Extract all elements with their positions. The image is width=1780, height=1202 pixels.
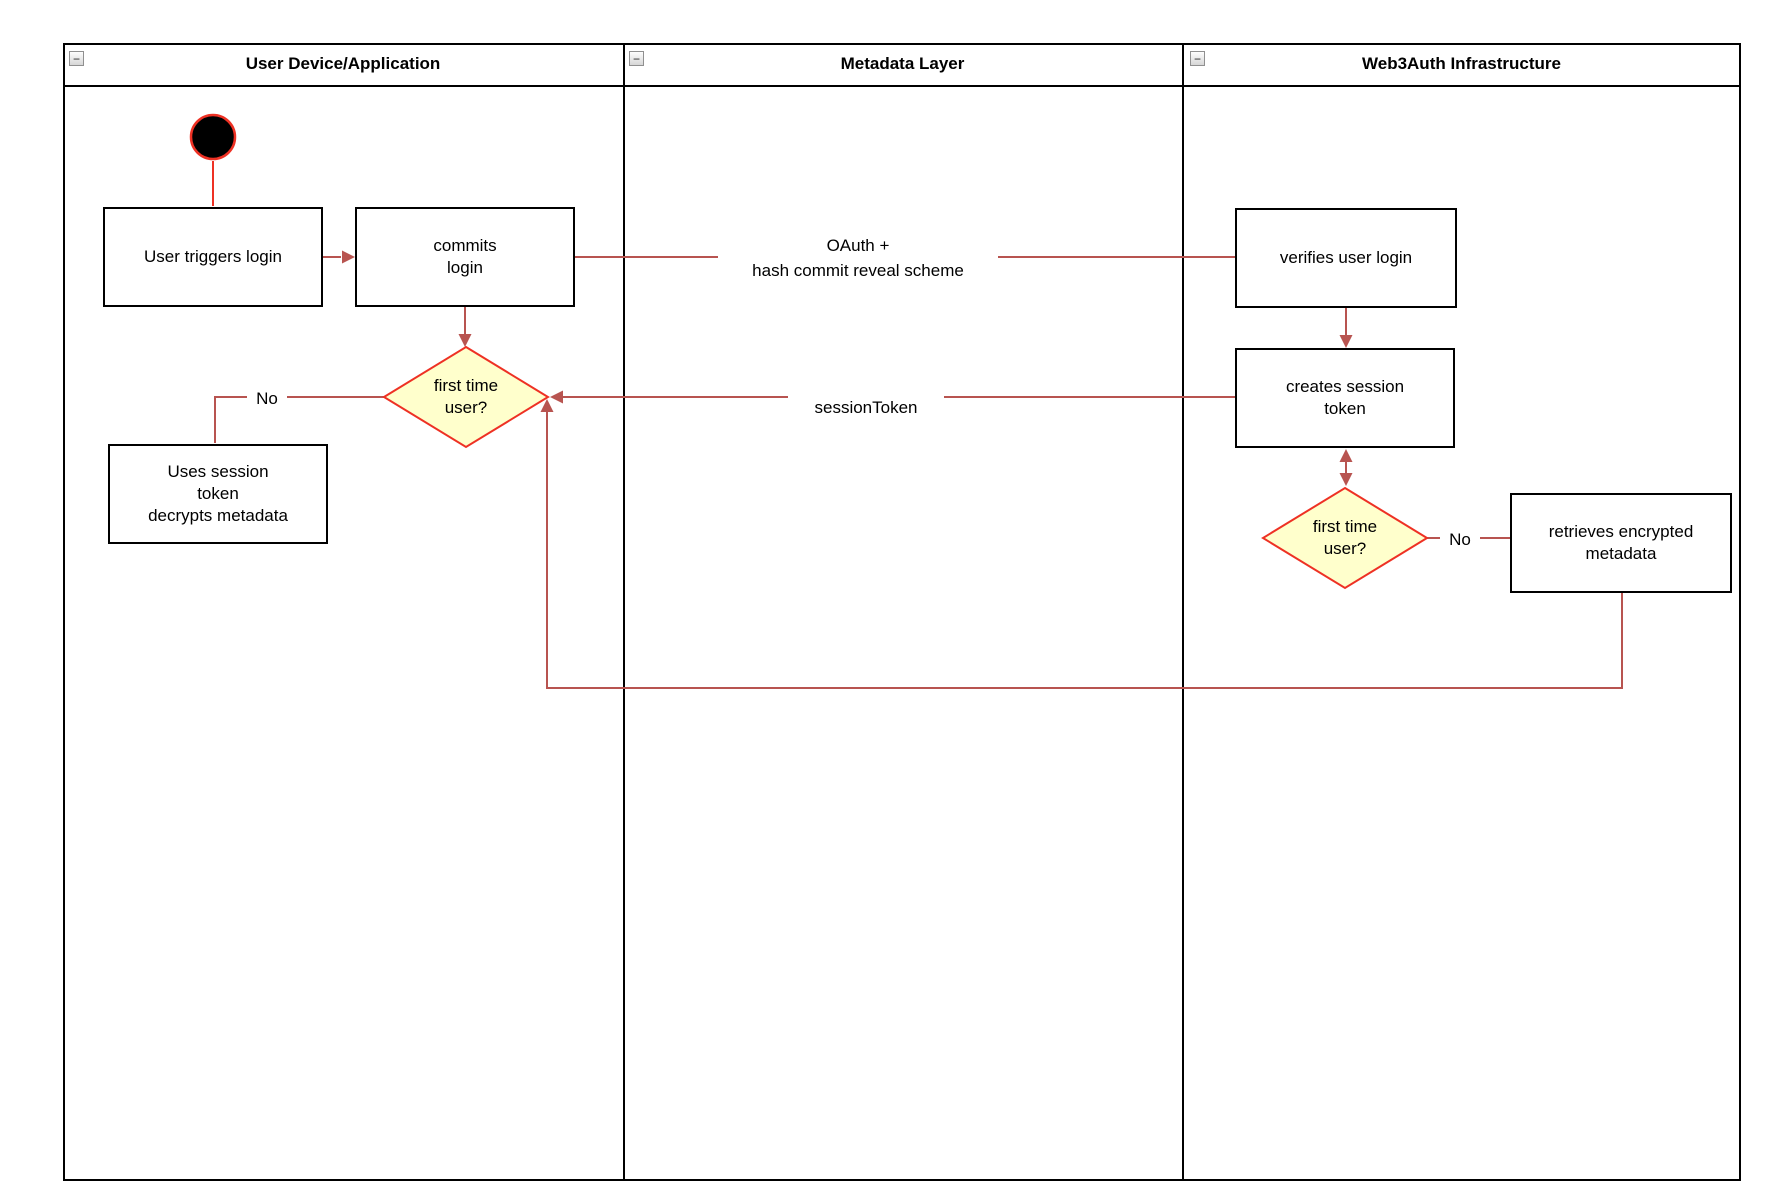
node-commits-login[interactable]: commits login [355,207,575,307]
node-user-triggers-login[interactable]: User triggers login [103,207,323,307]
lane-header-metadata-layer[interactable]: Metadata Layer [623,43,1182,87]
decision-label-first-time-user-infra: first time user? [1312,516,1378,558]
collapse-lane-icon[interactable]: − [1190,51,1205,66]
connector-no-to-uses-session[interactable] [214,396,384,443]
connector-commit-to-decision[interactable] [458,307,472,347]
edge-label-no-user-device[interactable]: No [247,386,287,410]
connector-trigger-to-commit[interactable] [323,250,355,264]
connector-metadata-feedback[interactable] [540,399,1623,689]
initial-node[interactable] [189,113,237,206]
lane-title-user-device: User Device/Application [245,54,441,73]
lane-header-user-device[interactable]: User Device/Application [63,43,623,87]
node-verifies-user-login[interactable]: verifies user login [1235,208,1457,308]
lane-title-metadata-layer: Metadata Layer [840,54,965,73]
connector-create-to-decision-double[interactable] [1339,449,1353,486]
node-creates-session-token[interactable]: creates session token [1235,348,1455,448]
lane-divider-1 [623,43,625,1181]
node-uses-session-token[interactable]: Uses session token decrypts metadata [108,444,328,544]
connector-verify-to-create[interactable] [1339,308,1353,348]
collapse-lane-icon[interactable]: − [69,51,84,66]
decision-first-time-user-device[interactable] [382,345,550,449]
collapse-lane-icon[interactable]: − [629,51,644,66]
node-retrieves-encrypted-metadata[interactable]: retrieves encrypted metadata [1510,493,1732,593]
decision-first-time-user-infra[interactable] [1261,486,1429,590]
edge-label-oauth[interactable]: OAuth + hash commit reveal scheme [718,232,998,284]
edge-label-no-infrastructure[interactable]: No [1440,527,1480,551]
decision-label-first-time-user-device: first time user? [433,375,499,417]
edge-label-session-token[interactable]: sessionToken [788,393,944,421]
lane-divider-2 [1182,43,1184,1181]
lane-header-web3auth-infrastructure[interactable]: Web3Auth Infrastructure [1182,43,1741,87]
lane-title-web3auth-infrastructure: Web3Auth Infrastructure [1362,54,1561,73]
